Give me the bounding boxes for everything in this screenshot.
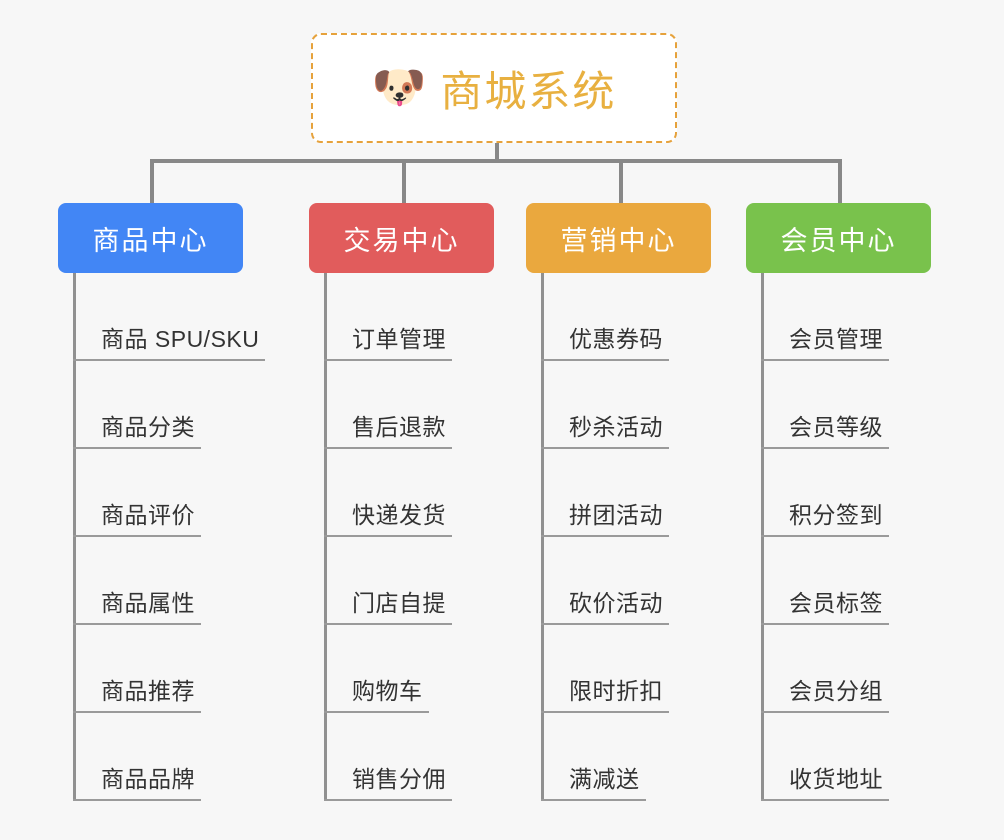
leaf-item[interactable]: 限时折扣	[541, 625, 741, 713]
leaf-item[interactable]: 商品 SPU/SKU	[73, 273, 288, 361]
leaf-item-underline	[73, 535, 201, 537]
category-box-marketing-center[interactable]: 营销中心	[526, 203, 711, 273]
leaf-item[interactable]: 门店自提	[324, 537, 524, 625]
leaf-item-label: 销售分佣	[352, 766, 446, 792]
leaf-item-underline	[73, 359, 265, 361]
leaf-item-label: 订单管理	[352, 326, 446, 352]
leaf-item[interactable]: 商品分类	[73, 361, 288, 449]
leaf-item[interactable]: 会员标签	[761, 537, 961, 625]
leaf-item-underline	[324, 447, 452, 449]
leaf-item[interactable]: 会员等级	[761, 361, 961, 449]
category-box-trade-center[interactable]: 交易中心	[309, 203, 494, 273]
leaf-item-underline	[73, 623, 201, 625]
leaf-item-label: 商品 SPU/SKU	[101, 326, 260, 352]
leaf-item-label: 拼团活动	[569, 502, 663, 528]
leaf-item[interactable]: 购物车	[324, 625, 524, 713]
leaf-item-underline	[541, 799, 646, 801]
leaf-item[interactable]: 商品品牌	[73, 713, 288, 801]
leaf-item-label: 商品属性	[101, 590, 195, 616]
leaf-item[interactable]: 积分签到	[761, 449, 961, 537]
leaf-item-underline	[324, 535, 452, 537]
leaf-item-underline	[73, 711, 201, 713]
leaf-item-underline	[324, 623, 452, 625]
leaf-item-underline	[324, 799, 452, 801]
category-label: 商品中心	[92, 225, 209, 256]
leaf-item[interactable]: 拼团活动	[541, 449, 741, 537]
leaf-item[interactable]: 砍价活动	[541, 537, 741, 625]
connector-root-trunk	[495, 143, 499, 163]
leaf-item-underline	[761, 623, 889, 625]
category-box-product-center[interactable]: 商品中心	[58, 203, 243, 273]
leaf-item-label: 限时折扣	[569, 678, 663, 704]
leaf-item-underline	[541, 711, 669, 713]
leaf-item-label: 快递发货	[352, 502, 446, 528]
leaf-item-underline	[324, 359, 452, 361]
leaf-item-underline	[541, 447, 669, 449]
leaf-item-underline	[761, 535, 889, 537]
leaf-item-label: 售后退款	[352, 414, 446, 440]
connector-bus	[150, 159, 842, 163]
leaf-item[interactable]: 满减送	[541, 713, 741, 801]
category-label: 交易中心	[343, 225, 460, 256]
leaf-item-underline	[541, 535, 669, 537]
leaf-item-label: 积分签到	[789, 502, 883, 528]
leaf-item-label: 商品评价	[101, 502, 195, 528]
leaf-item-label: 商品分类	[101, 414, 195, 440]
leaf-item-underline	[761, 799, 889, 801]
leaf-item-label: 优惠券码	[569, 326, 663, 352]
dog-face-icon: 🐶	[371, 63, 427, 112]
leaf-rail	[541, 273, 544, 801]
category-label: 会员中心	[780, 225, 897, 256]
leaf-item[interactable]: 收货地址	[761, 713, 961, 801]
leaf-rail	[761, 273, 764, 801]
leaf-item-label: 购物车	[352, 678, 423, 704]
leaf-item-underline	[73, 447, 201, 449]
leaf-item-underline	[541, 623, 669, 625]
leaf-item[interactable]: 售后退款	[324, 361, 524, 449]
leaf-item-underline	[541, 359, 669, 361]
leaf-item[interactable]: 会员管理	[761, 273, 961, 361]
leaf-item[interactable]: 商品推荐	[73, 625, 288, 713]
leaf-item[interactable]: 秒杀活动	[541, 361, 741, 449]
leaf-item-label: 会员等级	[789, 414, 883, 440]
leaf-item[interactable]: 会员分组	[761, 625, 961, 713]
leaf-item-label: 门店自提	[352, 590, 446, 616]
connector-drop-1	[150, 159, 154, 205]
category-label: 营销中心	[560, 225, 677, 256]
leaf-item-label: 会员标签	[789, 590, 883, 616]
leaf-item-underline	[761, 711, 889, 713]
leaf-item-label: 秒杀活动	[569, 414, 663, 440]
leaf-rail	[324, 273, 327, 801]
connector-drop-4	[838, 159, 842, 205]
root-title: 商城系统	[440, 67, 617, 115]
leaf-item-underline	[324, 711, 429, 713]
leaf-item-label: 商品品牌	[101, 766, 195, 792]
leaf-item-label: 商品推荐	[101, 678, 195, 704]
leaf-item[interactable]: 快递发货	[324, 449, 524, 537]
connector-drop-2	[402, 159, 406, 205]
leaf-item-label: 收货地址	[789, 766, 883, 792]
leaf-item-label: 会员分组	[789, 678, 883, 704]
leaf-item-label: 砍价活动	[569, 590, 663, 616]
leaf-item[interactable]: 商品评价	[73, 449, 288, 537]
category-box-member-center[interactable]: 会员中心	[746, 203, 931, 273]
leaf-item-label: 会员管理	[789, 326, 883, 352]
leaf-item[interactable]: 销售分佣	[324, 713, 524, 801]
connector-drop-3	[619, 159, 623, 205]
leaf-item[interactable]: 订单管理	[324, 273, 524, 361]
root-node[interactable]: 🐶 商城系统	[311, 33, 677, 143]
leaf-item-underline	[761, 447, 889, 449]
leaf-rail	[73, 273, 76, 801]
leaf-item[interactable]: 商品属性	[73, 537, 288, 625]
leaf-item-underline	[761, 359, 889, 361]
leaf-item-label: 满减送	[569, 766, 640, 792]
leaf-item-underline	[73, 799, 201, 801]
leaf-item[interactable]: 优惠券码	[541, 273, 741, 361]
